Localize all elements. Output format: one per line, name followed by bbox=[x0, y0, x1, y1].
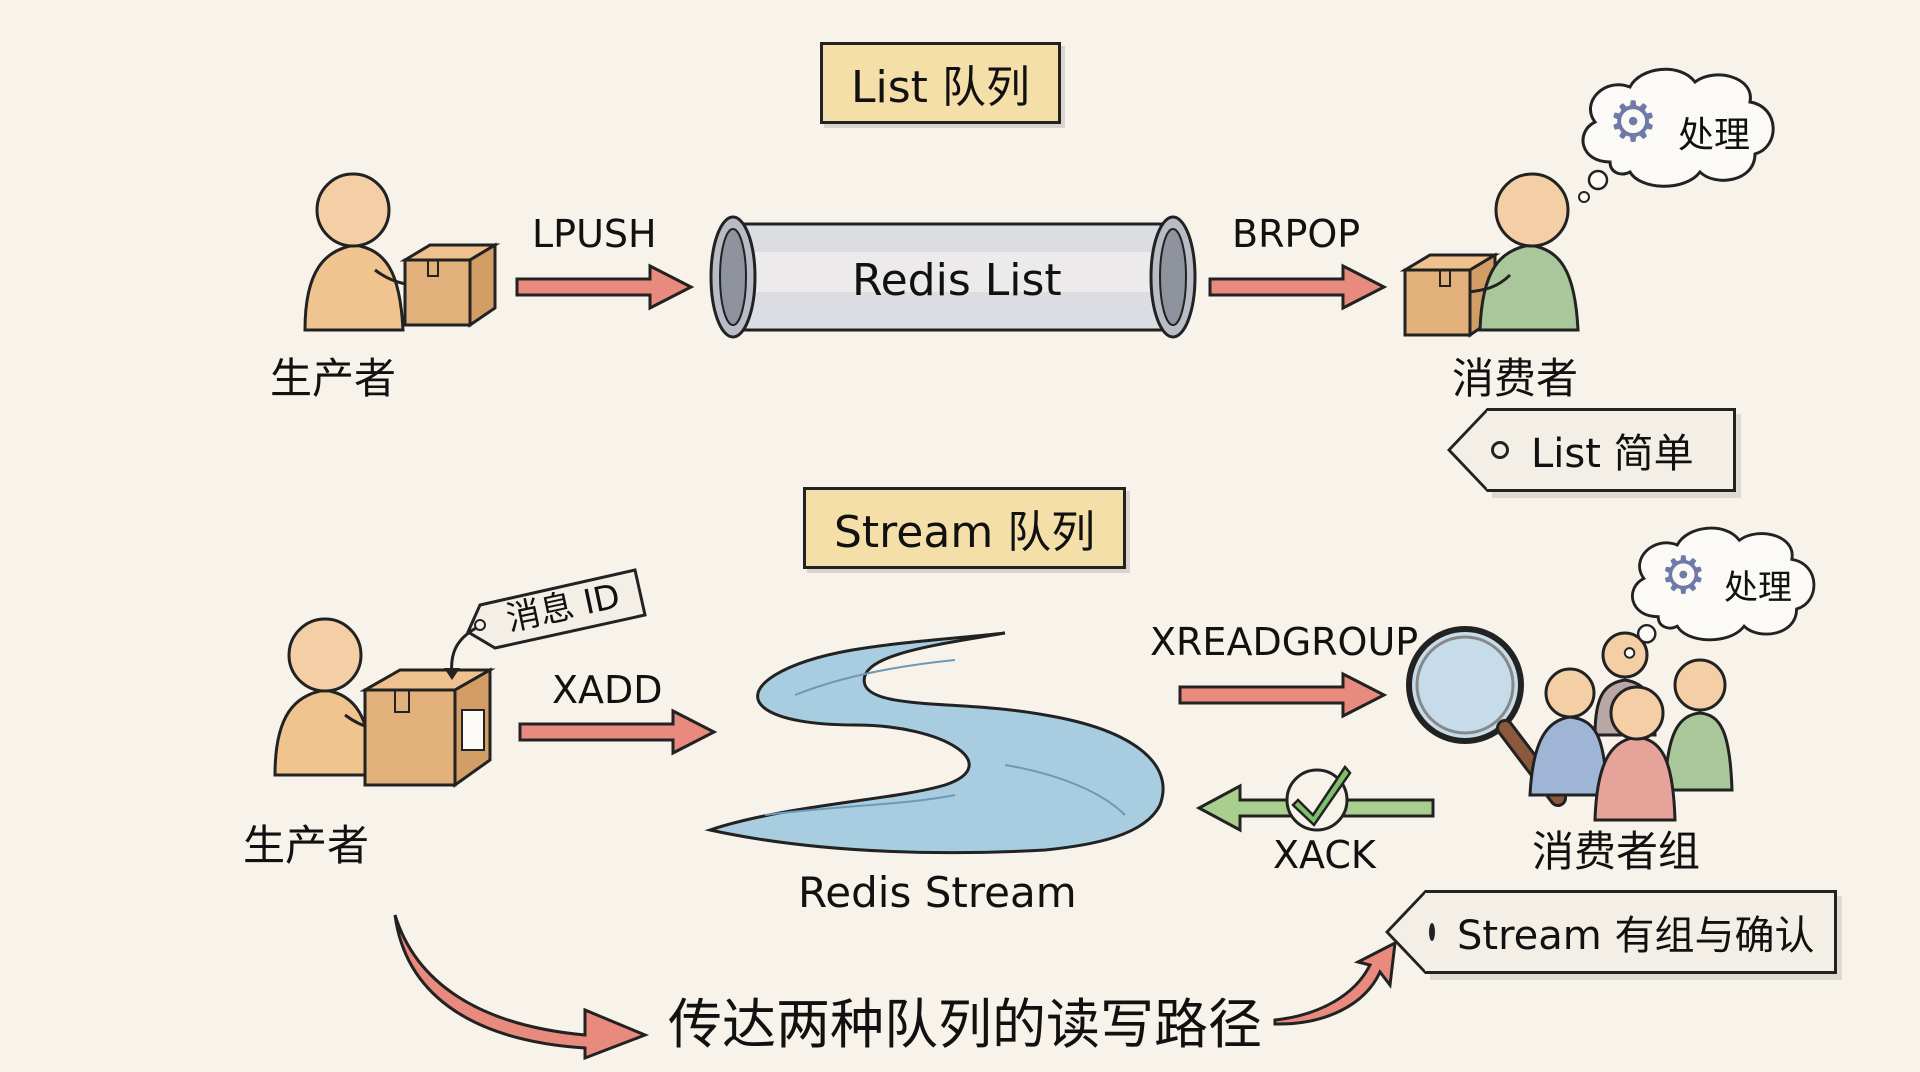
package-box-icon bbox=[359, 667, 496, 788]
xack-label: XACK bbox=[1273, 833, 1376, 877]
stream-note-text: Stream 有组与确认 bbox=[1457, 913, 1815, 959]
gear-icon: ⚙ bbox=[1608, 90, 1659, 155]
xreadgroup-arrow bbox=[1178, 671, 1388, 719]
caption: 传达两种队列的读写路径 bbox=[668, 993, 1262, 1056]
redis-list-label: Redis List bbox=[852, 255, 1062, 306]
lpush-arrow bbox=[515, 263, 695, 311]
redis-stream-label: Redis Stream bbox=[798, 868, 1077, 917]
package-box-icon bbox=[399, 242, 501, 328]
tag-hole-icon bbox=[1491, 441, 1509, 459]
brpop-arrow bbox=[1208, 263, 1388, 311]
curved-arrow-right bbox=[1273, 940, 1397, 1026]
stream-section-title: Stream 队列 bbox=[803, 487, 1127, 569]
stream-thought-text: 处理 bbox=[1724, 568, 1792, 608]
redis-list-pipe bbox=[709, 215, 1197, 339]
checkmark-circle-icon bbox=[1285, 764, 1352, 832]
thought-cloud bbox=[1578, 67, 1775, 203]
producer-figure bbox=[303, 172, 426, 332]
message-id-tag bbox=[444, 568, 647, 680]
xreadgroup-label: XREADGROUP bbox=[1150, 620, 1419, 664]
consumer-group-figures bbox=[1528, 631, 1734, 822]
list-consumer-label: 消费者 bbox=[1452, 354, 1579, 403]
xadd-arrow bbox=[518, 708, 718, 756]
curved-arrow-left bbox=[393, 914, 650, 1061]
consumer-figure bbox=[1469, 172, 1580, 332]
list-note-text: List 简单 bbox=[1531, 431, 1694, 477]
thought-cloud bbox=[1623, 526, 1816, 659]
stream-note-tag: Stream 有组与确认 bbox=[1385, 890, 1837, 974]
redis-stream-river bbox=[704, 631, 1165, 855]
list-section-title: List 队列 bbox=[820, 42, 1061, 124]
list-producer-label: 生产者 bbox=[270, 354, 397, 403]
consumer-group-label: 消费者组 bbox=[1532, 827, 1701, 876]
gear-icon: ⚙ bbox=[1660, 546, 1707, 606]
brpop-label: BRPOP bbox=[1232, 212, 1361, 256]
xadd-label: XADD bbox=[552, 668, 663, 712]
producer-figure bbox=[273, 617, 396, 777]
tag-hole-icon bbox=[1429, 923, 1435, 941]
list-note-tag: List 简单 bbox=[1447, 408, 1736, 492]
list-thought-text: 处理 bbox=[1678, 115, 1751, 156]
stream-producer-label: 生产者 bbox=[243, 821, 370, 870]
lpush-label: LPUSH bbox=[532, 212, 657, 256]
